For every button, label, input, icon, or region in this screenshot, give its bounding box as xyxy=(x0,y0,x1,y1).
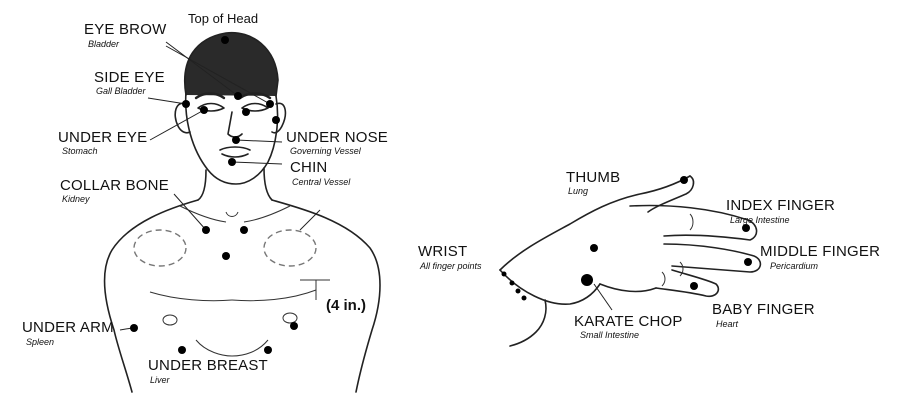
under-eye-meridian: Stomach xyxy=(62,146,98,156)
under-breast-label: UNDER BREAST xyxy=(148,357,268,374)
collar-bone-point-right xyxy=(240,226,248,234)
middle-finger-meridian: Pericardium xyxy=(770,261,819,271)
under-eye-point xyxy=(200,106,208,114)
under-breast-point-left xyxy=(178,346,186,354)
under-breast-meridian: Liver xyxy=(150,375,170,385)
eye-brow-point-right xyxy=(266,100,274,108)
hand-illustration xyxy=(499,175,762,347)
under-arm-point-left xyxy=(130,324,138,332)
thumb-meridian: Lung xyxy=(568,186,589,196)
side-eye-meridian: Gall Bladder xyxy=(96,86,146,96)
top-of-head-point xyxy=(221,36,229,44)
under-arm-point-right xyxy=(290,322,298,330)
karate-chop-meridian: Small Intestine xyxy=(580,330,640,340)
under-breast-point-right xyxy=(264,346,272,354)
thumb-label: THUMB xyxy=(566,169,621,186)
under-arm-meridian: Spleen xyxy=(26,337,55,347)
karate-chop-leader xyxy=(593,283,613,311)
thumb-point xyxy=(680,176,688,184)
body-illustration xyxy=(103,31,381,393)
under-nose-point xyxy=(232,136,240,144)
wrist-label: WRIST xyxy=(418,243,468,260)
wrist-point-3 xyxy=(515,288,521,294)
collar-bone-point-left xyxy=(202,226,210,234)
index-finger-point xyxy=(742,224,750,232)
under-arm-label: UNDER ARM xyxy=(22,319,114,336)
karate-chop-point xyxy=(581,274,593,286)
wrist-meridian: All finger points xyxy=(420,261,482,271)
measurement-label: (4 in.) xyxy=(326,297,366,314)
wrist-point-4 xyxy=(521,295,527,301)
eye-brow-meridian: Bladder xyxy=(88,39,120,49)
baby-finger-meridian: Heart xyxy=(716,319,739,329)
chin-point xyxy=(228,158,236,166)
eye-brow-label: EYE BROW xyxy=(84,21,167,38)
index-finger-meridian: Large Intestine xyxy=(730,215,790,225)
index-finger-label: INDEX FINGER xyxy=(726,197,836,214)
baby-finger-point xyxy=(690,282,698,290)
eye-brow-point-left xyxy=(234,92,242,100)
wrist-point-1 xyxy=(501,271,507,277)
under-nose-meridian: Governing Vessel xyxy=(290,146,361,156)
baby-finger-label: BABY FINGER xyxy=(712,301,815,318)
sternum-point xyxy=(222,252,230,260)
middle-finger-point xyxy=(744,258,752,266)
middle-finger-label: MIDDLE FINGER xyxy=(760,243,881,260)
side-eye-label: SIDE EYE xyxy=(94,69,165,86)
karate-chop-label: KARATE CHOP xyxy=(574,313,683,330)
collar-bone-label: COLLAR BONE xyxy=(60,177,169,194)
hand-back-point xyxy=(590,244,598,252)
collar-bone-meridian: Kidney xyxy=(62,194,90,204)
top-of-head-label: Top of Head xyxy=(188,11,259,26)
under-eye-point-right xyxy=(242,108,250,116)
under-eye-label: UNDER EYE xyxy=(58,129,148,146)
side-eye-point-right xyxy=(272,116,280,124)
leader-lines xyxy=(119,41,321,331)
wrist-point-2 xyxy=(509,280,515,286)
under-nose-label: UNDER NOSE xyxy=(286,129,389,146)
chin-label: CHIN xyxy=(290,159,328,176)
chin-meridian: Central Vessel xyxy=(292,177,351,187)
side-eye-point xyxy=(182,100,190,108)
